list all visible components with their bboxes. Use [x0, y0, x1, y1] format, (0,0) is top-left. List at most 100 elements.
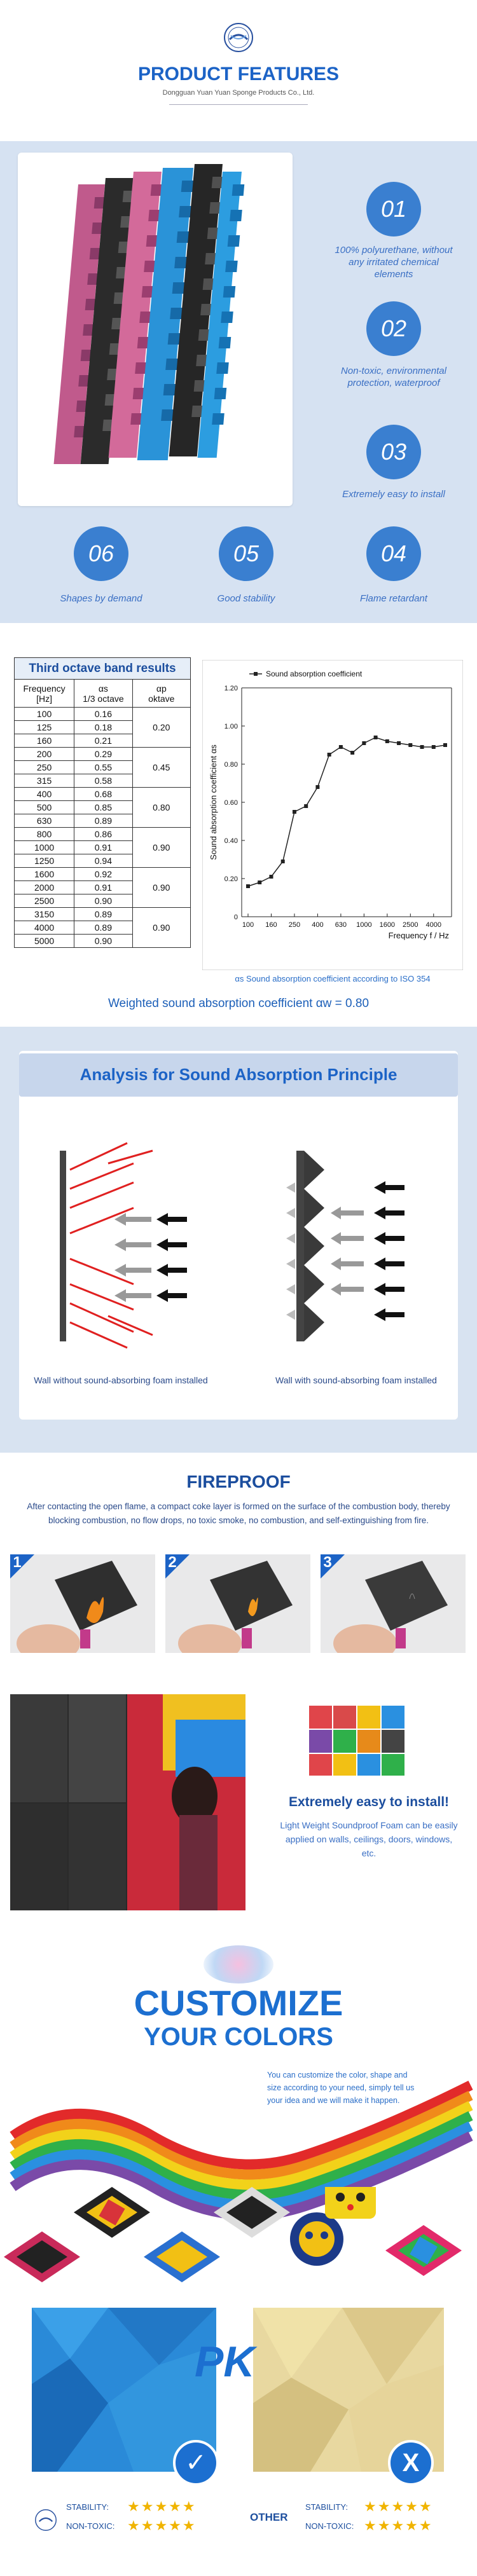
- grey-waves: [114, 1213, 151, 1302]
- foam-tiles-image: [309, 1706, 404, 1776]
- y-tick-label: 0.60: [225, 799, 238, 807]
- legend-label: Sound absorption coefficient: [266, 669, 363, 678]
- col-alpha-s-label: αs: [98, 683, 108, 694]
- data-point: [246, 884, 250, 888]
- table-title: Third octave band results: [14, 657, 191, 680]
- page-title: PRODUCT FEATURES: [137, 64, 340, 85]
- x-tick-label: 1000: [356, 921, 371, 929]
- wall-without-foam-diagram: [60, 1142, 187, 1349]
- x-tick-label: 630: [335, 921, 347, 929]
- ours-stability-label: STABILITY:: [66, 2502, 109, 2512]
- fire-test-image: [333, 1561, 448, 1662]
- install-title: Extremely easy to install!: [288, 1795, 450, 1809]
- x-tick-label: 160: [265, 921, 277, 929]
- foam-product-image: [53, 164, 245, 464]
- data-point: [304, 804, 308, 808]
- x-tick-label: 400: [312, 921, 323, 929]
- feature-04-text: Flame retardant: [360, 593, 427, 604]
- alpha-s-cell: 0.89: [74, 907, 133, 921]
- y-axis-label: Sound absorption coefficient αs: [209, 744, 218, 860]
- fire-step-2-photo: 2: [165, 1554, 310, 1662]
- freq-cell: 3150: [13, 907, 75, 921]
- data-point: [338, 745, 343, 749]
- incoming-waves: [156, 1213, 187, 1302]
- ours-nontoxic-label: NON-TOXIC:: [66, 2521, 115, 2531]
- x-tick-label: 100: [242, 921, 254, 929]
- alpha-p-cell: 0.80: [132, 787, 191, 828]
- alpha-s-cell: 0.55: [74, 760, 133, 774]
- right-caption: Wall with sound-absorbing foam installed: [275, 1375, 437, 1385]
- feature-03-text: Extremely easy to install: [342, 489, 445, 500]
- data-point: [292, 810, 296, 814]
- install-text: Light Weight Soundproof Foam can be easi…: [280, 1820, 458, 1858]
- data-point: [408, 743, 413, 747]
- other-stability-label: STABILITY:: [305, 2502, 348, 2512]
- alpha-s-cell: 0.18: [74, 720, 133, 734]
- col-frequency-label: Frequency: [23, 683, 66, 694]
- alpha-p-cell: 0.45: [132, 747, 191, 788]
- freq-cell: 4000: [13, 921, 75, 935]
- bare-wall: [60, 1151, 66, 1341]
- alpha-s-cell: 0.94: [74, 854, 133, 868]
- alpha-s-cell: 0.90: [74, 934, 133, 948]
- analysis-title: Analysis for Sound Absorption Principle: [80, 1065, 398, 1084]
- feature-06-text: Shapes by demand: [60, 593, 142, 604]
- grey-incoming-waves: [331, 1207, 364, 1296]
- data-point: [397, 741, 401, 745]
- features-section: PRODUCT FEATURES Dongguan Yuan Yuan Spon…: [0, 0, 477, 623]
- alpha-s-cell: 0.85: [74, 800, 133, 814]
- data-point: [431, 745, 436, 749]
- freq-cell: 630: [13, 814, 75, 828]
- alpha-s-cell: 0.86: [74, 827, 133, 841]
- data-point: [420, 745, 424, 749]
- yellow-foam-image: [253, 2308, 444, 2472]
- feature-01-text: 100% polyurethane, without any irritated…: [335, 245, 453, 280]
- freq-cell: 200: [13, 747, 75, 761]
- product-image-card: [18, 153, 293, 506]
- foam-wedges: [304, 1151, 324, 1341]
- fireproof-title: FIREPROOF: [186, 1472, 291, 1491]
- fire-step-1-photo: 1: [10, 1554, 155, 1662]
- col-alpha-s-sub: 1/3 octave: [83, 693, 124, 704]
- freq-cell: 100: [13, 707, 75, 721]
- y-tick-label: 0.20: [225, 875, 238, 883]
- feature-02-badge: 02: [366, 301, 421, 356]
- freq-cell: 500: [13, 800, 75, 814]
- feature-06-badge: 06: [74, 526, 128, 581]
- feature-04-badge: 04: [366, 526, 421, 581]
- decorative-bubble: [204, 1945, 273, 1983]
- company-logo-small: [35, 2509, 57, 2531]
- fireproof-section: FIREPROOF After contacting the open flam…: [0, 1453, 477, 1694]
- left-caption: Wall without sound-absorbing foam instal…: [34, 1375, 208, 1385]
- legend-marker: [254, 672, 258, 676]
- freq-cell: 1600: [13, 867, 75, 881]
- step-number-1: 1: [13, 1554, 22, 1571]
- customize-text: You can customize the color, shape and s…: [267, 2071, 415, 2105]
- install-photo: [10, 1694, 245, 1910]
- ours-stability-stars: ★★★★★: [127, 2498, 197, 2514]
- alpha-p-cell: 0.90: [132, 867, 191, 908]
- data-point: [443, 743, 447, 747]
- fireproof-text: After contacting the open flame, a compa…: [27, 1502, 450, 1525]
- ours-nontoxic-stars: ★★★★★: [127, 2518, 197, 2533]
- fire-test-image: [178, 1561, 293, 1662]
- room-install-image: [10, 1694, 245, 1910]
- feature-05-badge: 05: [219, 526, 273, 581]
- absorption-section: Third octave band results Frequency[Hz] …: [0, 623, 477, 1027]
- analysis-section: Analysis for Sound Absorption Principle: [0, 1027, 477, 1453]
- alpha-s-cell: 0.68: [74, 787, 133, 801]
- y-tick-label: 0: [234, 914, 238, 921]
- feature-01-badge: 01: [366, 182, 421, 236]
- color-samples-image: [4, 2187, 462, 2282]
- alpha-s-cell: 0.90: [74, 894, 133, 908]
- analysis-title-band: [19, 1053, 458, 1097]
- feature-03-badge: 03: [366, 425, 421, 479]
